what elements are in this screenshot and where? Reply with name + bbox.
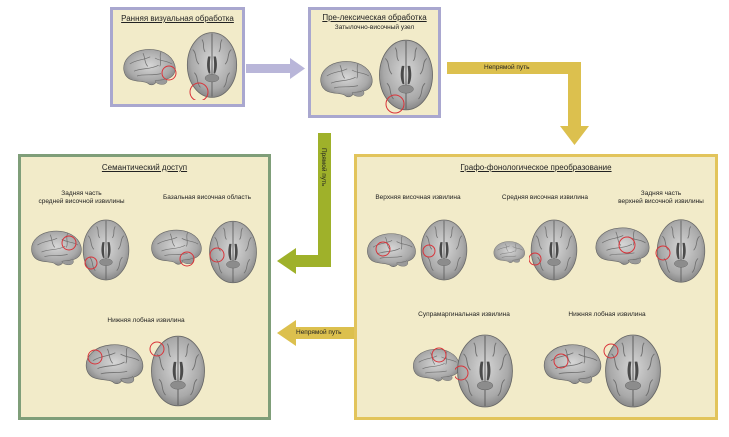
arrow-indirect-top	[447, 62, 589, 145]
region-label-posterior-stg: Задняя часть верхней височной извилины	[618, 190, 704, 205]
brain-sagittal-icon	[367, 233, 416, 268]
brain-sagittal-icon	[412, 347, 460, 382]
box-grapho-phonological: Графо-фонологическое преобразование Верх…	[354, 154, 718, 420]
brain-sagittal-icon	[151, 229, 202, 267]
box-title: Семантический доступ	[101, 163, 188, 172]
region-label-posterior-mtg: Задняя часть средней височной извилины	[38, 190, 125, 205]
brain-axial-icon	[378, 39, 434, 114]
arrow-label-indirect-bottom: Непрямой путь	[296, 329, 342, 336]
brain-sagittal-icon	[595, 227, 650, 265]
region-label-basal-temporal: Базальная височная область	[163, 194, 251, 201]
brain-axial-icon	[209, 220, 257, 284]
region-label-ifg: Нижняя лобная извилина	[568, 311, 646, 318]
brain-axial-icon	[655, 219, 706, 283]
brain-axial-icon	[455, 334, 513, 408]
box-title: Пре-лексическая обработка	[322, 13, 427, 22]
brain-axial-icon	[186, 32, 238, 100]
box-subtitle: Затылочно-височный узел	[334, 24, 415, 31]
arrow-direct	[277, 133, 331, 274]
brain-sagittal-icon	[320, 61, 373, 98]
brain-axial-icon	[149, 335, 206, 407]
arrow-indirect-bottom	[277, 320, 356, 346]
brain-sagittal-icon	[85, 344, 144, 385]
box-semantic-access: Семантический доступ Задняя часть средне…	[18, 154, 271, 420]
region-label-ifg: Нижняя лобная извилина	[107, 317, 185, 324]
box-title: Графо-фонологическое преобразование	[460, 163, 612, 172]
arrow-label-indirect-top: Непрямой путь	[484, 64, 530, 71]
box-title: Ранняя визуальная обработка	[121, 14, 234, 23]
brain-axial-icon	[529, 219, 578, 281]
region-label-supramarginal: Супрамаргинальная извилина	[418, 311, 510, 318]
brain-sagittal-icon	[31, 230, 82, 266]
brain-axial-icon	[82, 219, 130, 281]
brain-sagittal-icon	[543, 344, 602, 385]
brain-sagittal-icon	[493, 241, 525, 263]
brain-axial-icon	[603, 334, 661, 408]
region-label-mtg: Средняя височная извилина	[501, 194, 589, 201]
brain-axial-icon	[420, 219, 468, 281]
box-early-visual: Ранняя визуальная обработка	[110, 7, 245, 107]
brain-sagittal-icon	[123, 49, 177, 86]
box-prelexical: Пре-лексическая обработка Затылочно-висо…	[308, 7, 441, 118]
region-label-stg: Верхняя височная извилина	[375, 194, 461, 201]
arrow-early-to-prelexical	[246, 58, 305, 79]
arrow-label-direct: Прямой путь	[320, 148, 327, 187]
